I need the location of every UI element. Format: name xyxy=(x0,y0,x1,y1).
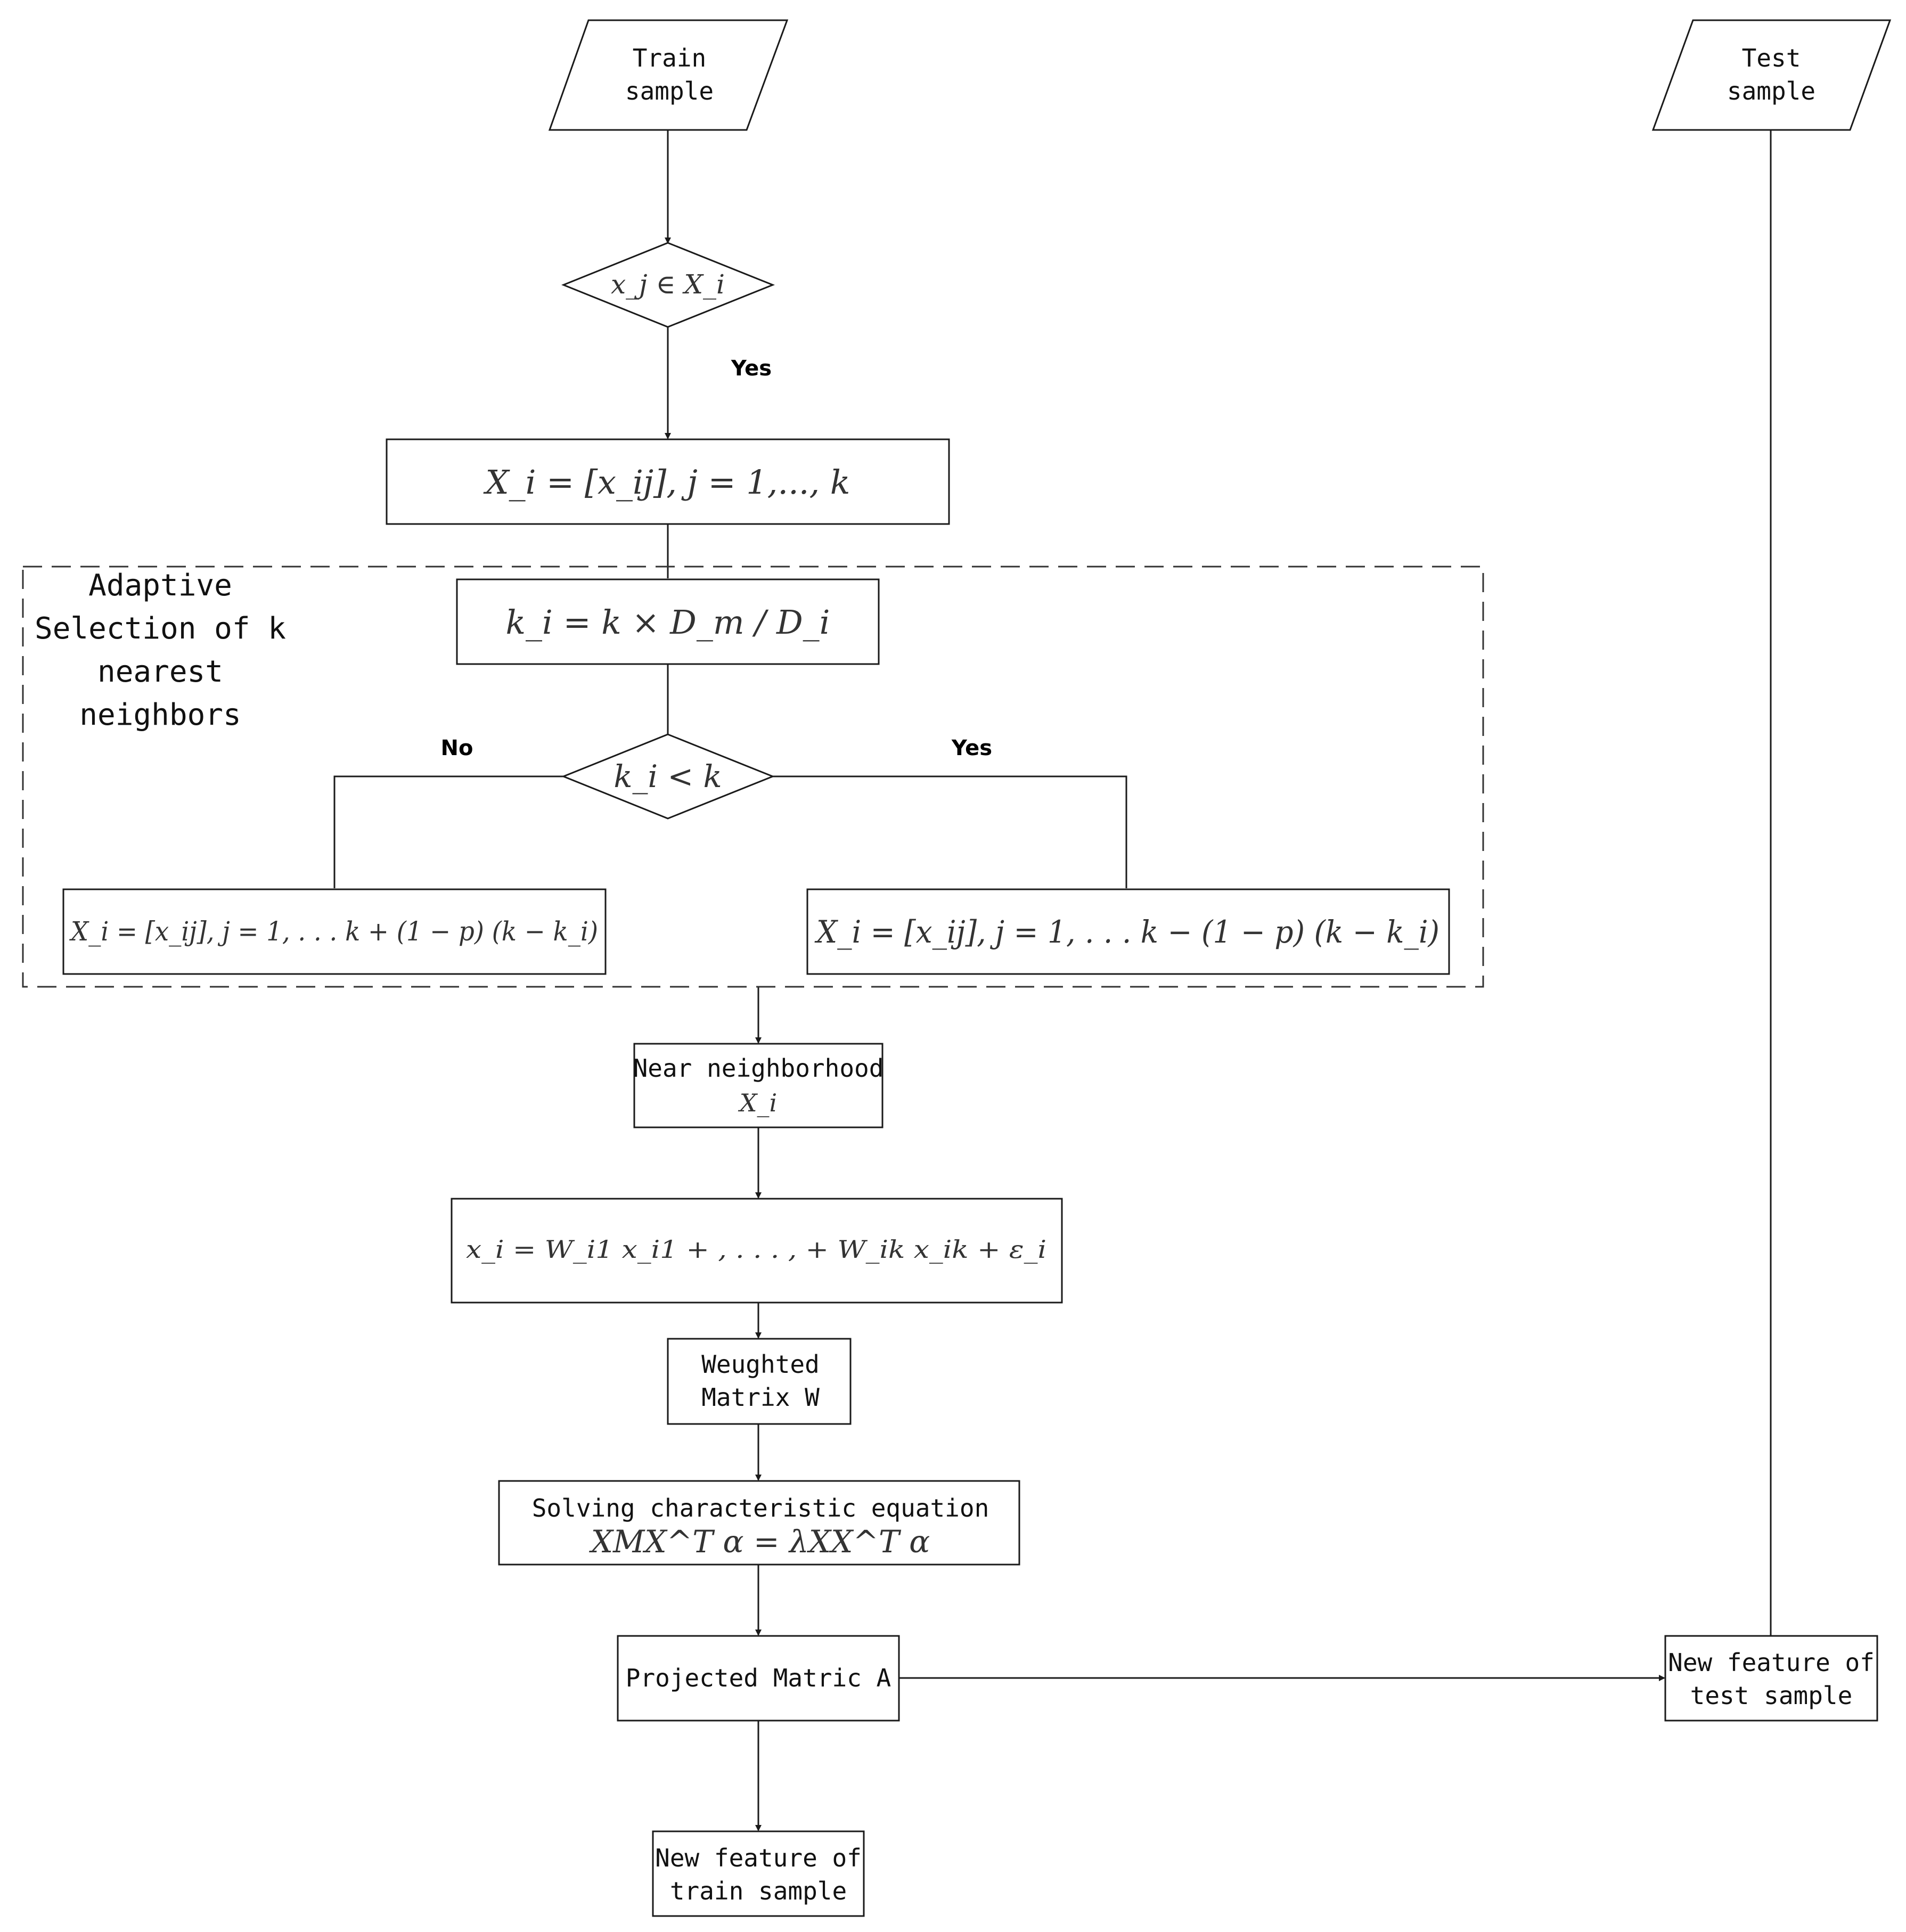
new-test-feature-label-2: test sample xyxy=(1690,1681,1853,1710)
new-train-feature-shape xyxy=(652,1830,865,1917)
adaptive-selection-region xyxy=(22,566,1484,988)
test-sample-shape xyxy=(1651,19,1892,131)
solving-equation-shape xyxy=(498,1480,1020,1566)
initial-neighbors-label: X_i = [x_ij], j = 1,..., k xyxy=(484,463,850,502)
connectors xyxy=(333,130,1772,1831)
ki-formula-node: k_i = k × D_m / D_i xyxy=(456,578,880,665)
adaptive-title: Adaptive Selection of k nearest neighbor… xyxy=(35,568,286,732)
membership-decision-shape xyxy=(561,242,775,328)
weighted-matrix-label-2: Matrix W xyxy=(701,1383,820,1412)
weighted-matrix-label-1: Weughted xyxy=(701,1350,820,1379)
train-sample-node: Train sample xyxy=(548,19,789,131)
train-sample-shape xyxy=(548,19,789,131)
yes-label-right: Yes xyxy=(951,736,992,760)
left-expand-label: X_i = [x_ij], j = 1, . . . k + (1 − p) (… xyxy=(69,916,598,947)
initial-neighbors-node: X_i = [x_ij], j = 1,..., k xyxy=(386,438,950,525)
adaptive-title-line-3: nearest xyxy=(97,654,223,689)
membership-decision-label: x_j ∈ X_i xyxy=(611,269,725,300)
reconstruction-shape xyxy=(451,1198,1063,1304)
near-neighborhood-shape xyxy=(633,1043,884,1128)
test-sample-label-1: Test xyxy=(1742,44,1801,72)
solving-equation-node: Solving characteristic equation XMX^T α … xyxy=(498,1480,1020,1566)
weighted-matrix-node: Weughted Matrix W xyxy=(667,1338,852,1425)
left-expand-node: X_i = [x_ij], j = 1, . . . k + (1 − p) (… xyxy=(62,888,607,975)
line-no-branch xyxy=(333,775,563,888)
adaptive-title-line-2: Selection of k xyxy=(35,611,286,646)
projected-matric-node: Projected Matric A xyxy=(617,1635,900,1722)
left-expand-shape xyxy=(62,888,607,975)
projected-matric-shape xyxy=(617,1635,900,1722)
test-sample-label-2: sample xyxy=(1727,77,1815,105)
membership-decision: x_j ∈ X_i xyxy=(561,242,775,328)
test-sample-node: Test sample xyxy=(1651,19,1892,131)
right-shrink-shape xyxy=(806,888,1450,975)
new-test-feature-shape xyxy=(1664,1635,1878,1722)
new-train-feature-label-2: train sample xyxy=(670,1877,847,1905)
solving-equation-label-2: XMX^T α = λXX^T α xyxy=(589,1524,930,1560)
solving-equation-label-1: Solving characteristic equation xyxy=(532,1494,989,1522)
projected-matric-label: Projected Matric A xyxy=(626,1664,891,1692)
train-sample-label-1: Train xyxy=(633,44,706,72)
new-train-feature-label-1: New feature of xyxy=(655,1844,862,1872)
ki-comparison-label: k_i < k xyxy=(613,758,722,795)
new-train-feature-node: New feature of train sample xyxy=(652,1830,865,1917)
train-sample-label-2: sample xyxy=(625,77,714,105)
adaptive-title-line-4: neighbors xyxy=(79,698,241,732)
no-label: No xyxy=(441,736,473,760)
new-test-feature-node: New feature of test sample xyxy=(1664,1635,1878,1722)
ki-formula-label: k_i = k × D_m / D_i xyxy=(505,603,830,642)
new-test-feature-label-1: New feature of xyxy=(1668,1648,1875,1677)
ki-formula-shape xyxy=(456,578,880,665)
reconstruction-node: x_i = W_i1 x_i1 + , . . . , + W_ik x_ik … xyxy=(451,1198,1063,1304)
initial-neighbors-shape xyxy=(386,438,950,525)
near-neighborhood-node: Near neighborhood X_i xyxy=(633,1043,884,1128)
line-yes-branch xyxy=(772,775,1127,888)
reconstruction-label: x_i = W_i1 x_i1 + , . . . , + W_ik x_ik … xyxy=(466,1235,1046,1264)
ki-comparison-shape xyxy=(561,733,775,820)
yes-label-top: Yes xyxy=(731,356,772,381)
adaptive-title-line-1: Adaptive xyxy=(88,568,232,603)
near-neighborhood-label-2: X_i xyxy=(738,1088,777,1117)
right-shrink-label: X_i = [x_ij], j = 1, . . . k − (1 − p) (… xyxy=(814,914,1439,950)
ki-comparison-decision: k_i < k xyxy=(561,733,775,820)
weighted-matrix-shape xyxy=(667,1338,852,1425)
right-shrink-node: X_i = [x_ij], j = 1, . . . k − (1 − p) (… xyxy=(806,888,1450,975)
near-neighborhood-label-1: Near neighborhood xyxy=(633,1054,884,1083)
